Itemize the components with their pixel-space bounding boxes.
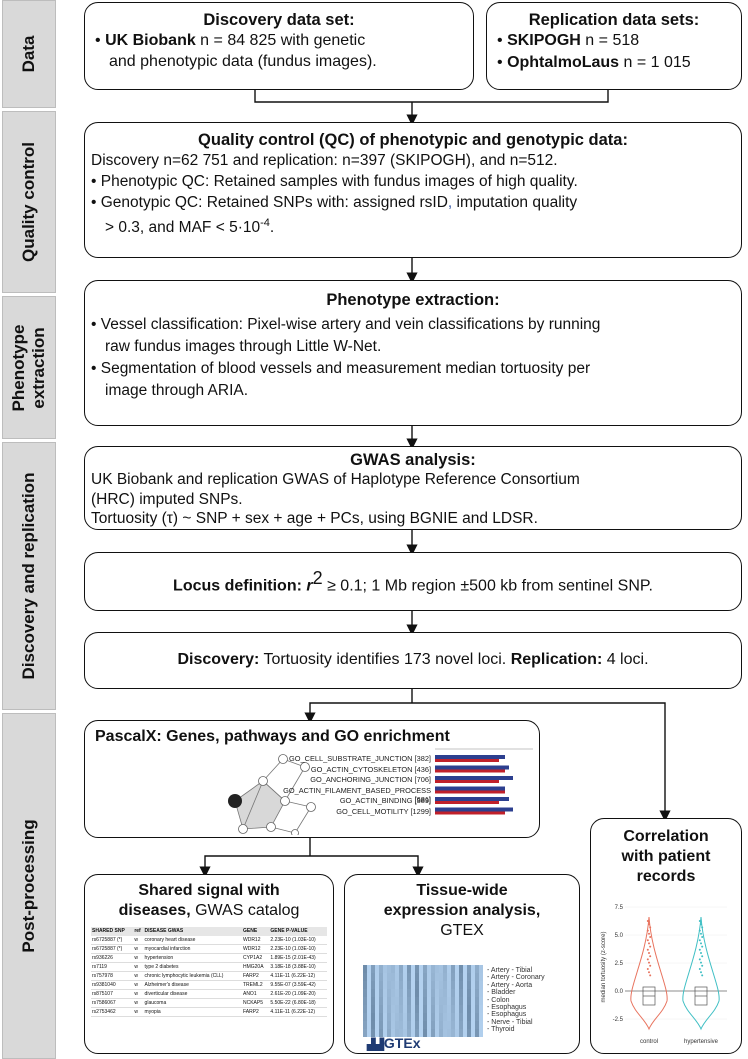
replication-dataset-box: Replication data sets: • SKIPOGH n = 518… <box>486 2 742 90</box>
gwas-box: GWAS analysis: UK Biobank and replicatio… <box>84 446 742 530</box>
sidebar-phenotype-extraction: Phenotype extraction <box>2 296 56 439</box>
tissue-label: - Esophagus <box>487 1011 527 1019</box>
go-bar-red <box>435 790 505 794</box>
arrow-to-shared <box>199 855 310 878</box>
go-bar-blue <box>435 776 513 780</box>
expression-heatmap <box>363 965 483 1037</box>
tissue-label: - Artery - Tibial <box>487 967 533 974</box>
go-term-label: GO_ACTIN_CYTOSKELETON [436] <box>310 764 431 774</box>
arrow-to-correlation <box>412 702 671 822</box>
discovery-title: Discovery data set: <box>203 11 355 29</box>
sidebar-data: Data <box>2 0 56 108</box>
arrow-to-tissue <box>310 855 424 878</box>
go-term-label: GO_ACTIN_FILAMENT_BASED_PROCESS [681] <box>283 785 431 804</box>
go-term-label: GO_ACTIN_BINDING [389] <box>339 796 431 805</box>
table-header: DISEASE GWAS <box>143 927 242 936</box>
gtex-logo: ▟▟GTEx <box>367 1035 421 1051</box>
table-header: GENE P-VALUE <box>269 927 327 936</box>
pascalx-box: PascalX: Genes, pathways and GO enrichme… <box>84 720 540 838</box>
shared-signal-box: Shared signal with diseases, GWAS catalo… <box>84 874 334 1054</box>
sidebar-post-processing: Post-processing <box>2 713 56 1059</box>
tissue-label: - Thyroid <box>487 1026 515 1034</box>
tissue-label: - Colon <box>487 996 510 1004</box>
discovery-dataset-box: Discovery data set: • UK Biobank n = 84 … <box>84 2 474 90</box>
table-header: ref <box>133 927 144 936</box>
y-tick: 7.5 <box>615 905 624 911</box>
phenotype-box: Phenotype extraction: • Vessel classific… <box>84 280 742 426</box>
table-header: SHARED SNP <box>91 927 134 936</box>
replication-ophtalmolaus: OphtalmoLaus <box>507 54 620 71</box>
locus-box: Locus definition: r2 ≥ 0.1; 1 Mb region … <box>84 552 742 611</box>
y-tick: 5.0 <box>615 933 624 939</box>
locus-label: Locus definition: <box>173 577 307 595</box>
violin-plot: median tortuosity (z-score) 7.5 5.0 2.5 0.0 -… <box>601 905 727 1045</box>
tissue-label: - Esophagus <box>487 1004 527 1011</box>
tissue-box: Tissue-wide expression analysis, GTEX - … <box>344 874 580 1054</box>
go-bar-red <box>435 780 499 783</box>
go-bar-red <box>435 801 499 804</box>
go-bar-blue <box>435 765 509 770</box>
x-category: hypertensive <box>684 1039 719 1045</box>
qc-title: Quality control (QC) of phenotypic and g… <box>198 131 628 149</box>
discovery-text: • UK Biobank n = 84 825 with genetic and… <box>95 32 377 70</box>
tissue-label: - Bladder <box>487 989 516 997</box>
go-bar-blue <box>435 755 505 759</box>
y-tick: 2.5 <box>615 961 624 967</box>
sidebar-quality-control: Quality control <box>2 111 56 293</box>
phenotype-title: Phenotype extraction: <box>326 291 500 309</box>
network-graph <box>228 754 316 835</box>
violin-#3fbfc4 <box>682 916 720 1031</box>
replication-title: Replication data sets: <box>528 11 700 29</box>
go-bar-red <box>435 759 499 762</box>
pascalx-title: PascalX: Genes, pathways and GO enrichme… <box>95 728 450 745</box>
x-category: control <box>640 1039 658 1045</box>
y-axis-label: median tortuosity (z-score) <box>601 931 607 1002</box>
violin-#e8735e <box>630 916 668 1031</box>
correlation-box: Correlation with patient records median … <box>590 818 742 1054</box>
go-bar-red <box>435 811 505 815</box>
go-term-label: GO_CELL_SUBSTRATE_JUNCTION [382] <box>289 754 431 763</box>
qc-box: Quality control (QC) of phenotypic and g… <box>84 122 742 258</box>
arrow-to-pascalx <box>304 702 412 724</box>
go-bar-chart <box>435 748 533 815</box>
go-bar-blue <box>435 807 513 812</box>
go-bar-blue <box>435 786 505 791</box>
sidebar-discovery-replication: Discovery and replication <box>2 442 56 710</box>
replication-skipogh: SKIPOGH <box>507 32 581 49</box>
y-tick: -2.5 <box>613 1017 624 1023</box>
discovery-result-box: Discovery: Tortuosity identifies 173 nov… <box>84 632 742 689</box>
table-header: GENE <box>241 927 270 936</box>
y-tick: 0.0 <box>615 989 624 995</box>
go-term-label: GO_CELL_MOTILITY [1299] <box>336 806 431 816</box>
go-bar-blue <box>435 797 509 801</box>
tissue-label: - Artery - Coronary <box>487 974 545 982</box>
tissue-label: - Nerve - Tibial <box>487 1018 533 1026</box>
gwas-title: GWAS analysis: <box>350 451 476 469</box>
arrow-data-merge <box>254 90 609 103</box>
go-term-label: GO_ANCHORING_JUNCTION [706] <box>310 775 431 784</box>
go-bar-red <box>435 769 505 773</box>
tissue-label: - Artery - Aorta <box>487 981 533 989</box>
